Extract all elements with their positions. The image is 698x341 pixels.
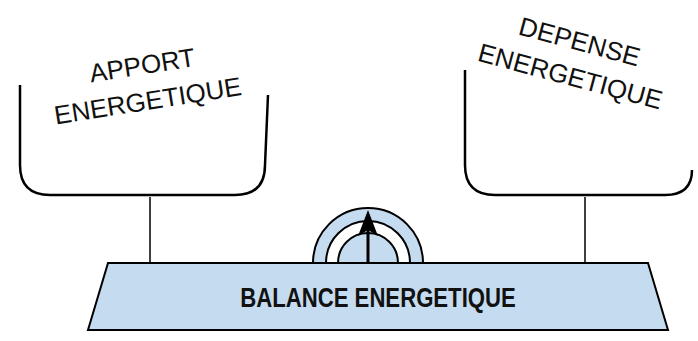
pan-string (585, 197, 586, 263)
balance-base: BALANCE ENERGETIQUE (88, 263, 668, 330)
balance-pan: DEPENSE ENERGETIQUE (455, 15, 698, 197)
needle (367, 228, 370, 263)
pan-label: DEPENSE ENERGETIQUE (445, 0, 698, 126)
pan-string (150, 197, 151, 263)
needle-head (358, 210, 378, 236)
dial-outer (313, 208, 423, 263)
balance-pan: APPORT ENERGETIQUE (15, 35, 273, 197)
string-line (149, 197, 151, 263)
string-line (584, 197, 586, 263)
outline (88, 263, 668, 330)
base-label: BALANCE ENERGETIQUE (140, 283, 616, 313)
pan-label: APPORT ENERGETIQUE (21, 29, 269, 138)
